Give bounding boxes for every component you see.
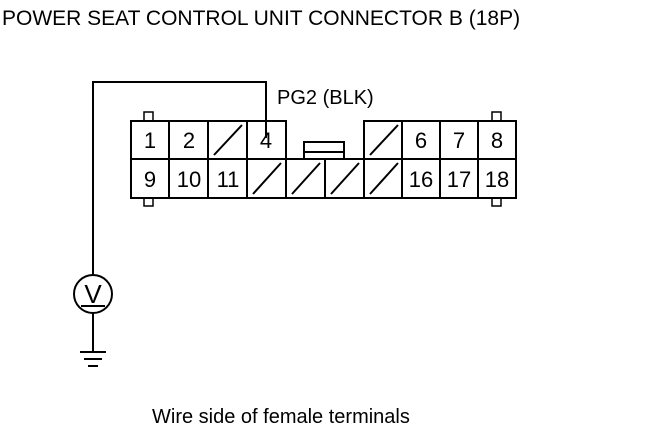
connector-tab-bottom-left <box>143 197 154 207</box>
pin-2: 2 <box>183 128 195 153</box>
diagram-caption: Wire side of female terminals <box>152 406 410 428</box>
pin-11: 11 <box>217 167 240 192</box>
connector-b: 1 2 4 6 7 8 9 10 11 16 17 18 <box>130 111 517 207</box>
pin-16: 16 <box>409 167 433 192</box>
pin-9: 9 <box>144 167 156 192</box>
connector-tab-top-left <box>143 111 154 122</box>
pin-4: 4 <box>260 128 272 153</box>
pin-7: 7 <box>453 128 465 153</box>
pin-10: 10 <box>177 167 201 192</box>
connector-lower-row <box>130 158 517 199</box>
pin-17: 17 <box>447 167 471 192</box>
voltmeter-symbol: V <box>84 279 102 309</box>
diagram-title: POWER SEAT CONTROL UNIT CONNECTOR B (18P… <box>2 7 520 30</box>
ground-icon <box>80 313 106 367</box>
wire-label: PG2 (BLK) <box>277 87 374 109</box>
empty-cavity-hatch <box>213 124 399 195</box>
voltmeter: V <box>73 274 113 314</box>
pin-18: 18 <box>485 167 509 192</box>
connector-tab-top-right <box>491 111 502 122</box>
probe-wire <box>92 81 267 275</box>
connector-lock-latch <box>303 141 345 159</box>
connector-tab-bottom-right <box>491 197 502 207</box>
pin-6: 6 <box>415 128 427 153</box>
pin-8: 8 <box>491 128 503 153</box>
pin-1: 1 <box>144 128 156 153</box>
